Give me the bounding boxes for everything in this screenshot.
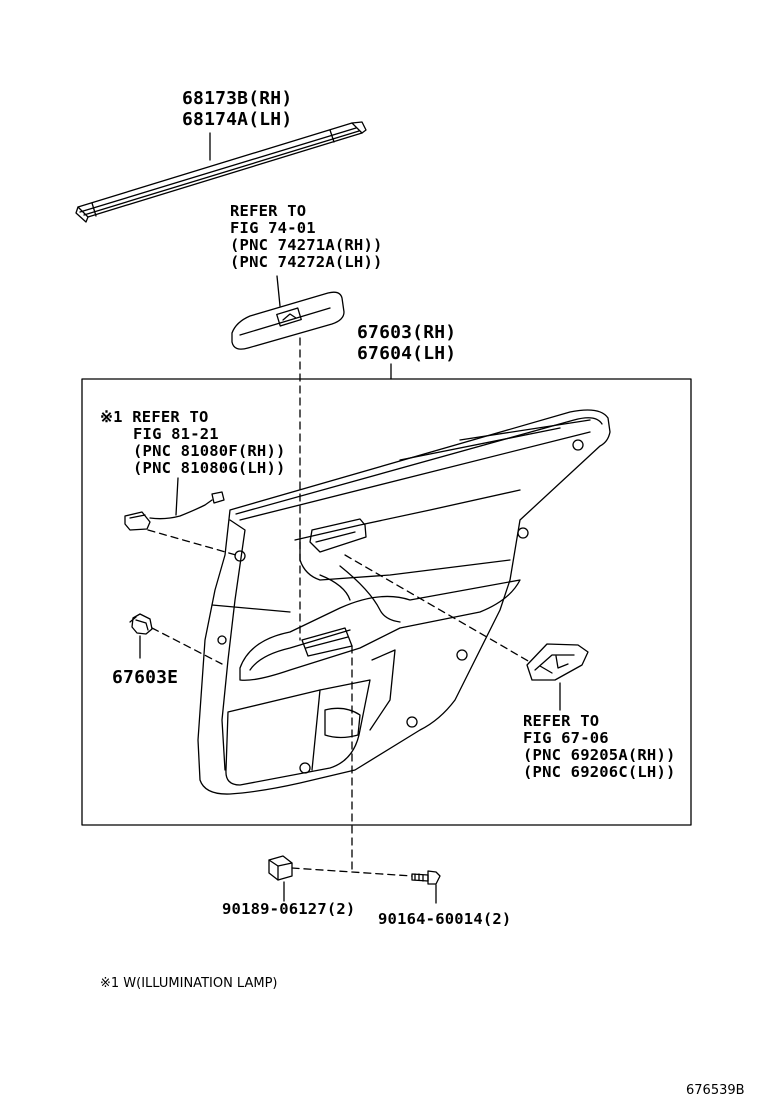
label-switch-ref-3: (PNC 74271A(RH)) <box>230 236 383 254</box>
lamp-dashed-guide <box>147 529 237 556</box>
label-switch-ref-4: (PNC 74272A(LH)) <box>230 253 383 271</box>
power-window-switch <box>231 291 345 350</box>
diagram-id: 676539B <box>686 1083 745 1098</box>
label-handle-ref-1: REFER TO <box>523 712 600 730</box>
label-clip: 67603E <box>112 667 179 688</box>
label-lamp-ref-3: (PNC 81080F(RH)) <box>133 442 286 460</box>
label-nut: 90189-06127(2) <box>222 900 356 918</box>
label-panel-rh: 67603(RH) <box>357 322 457 343</box>
clip-dashed-guide <box>151 627 223 665</box>
illumination-lamp-harness <box>124 477 225 531</box>
leader-switch <box>276 275 281 307</box>
label-handle-ref-4: (PNC 69206C(LH)) <box>523 763 676 781</box>
label-lamp-ref-1: ※1 REFER TO <box>100 408 209 426</box>
label-switch-ref-1: REFER TO <box>230 202 307 220</box>
nut-dashed-guide <box>291 867 413 877</box>
clip-67603E <box>129 613 153 635</box>
label-lamp-ref-4: (PNC 81080G(LH)) <box>133 459 286 477</box>
screw-90164-60014 <box>411 870 441 885</box>
inside-door-handle <box>526 643 589 681</box>
label-screw: 90164-60014(2) <box>378 910 512 928</box>
label-handle-ref-2: FIG 67-06 <box>523 729 609 747</box>
label-handle-ref-3: (PNC 69205A(RH)) <box>523 746 676 764</box>
handle-dashed-guide <box>344 554 531 663</box>
label-lamp-ref-2: FIG 81-21 <box>133 425 219 443</box>
label-weatherstrip-rh: 68173B(RH) <box>182 88 293 109</box>
label-panel-lh: 67604(LH) <box>357 343 457 364</box>
label-switch-ref-2: FIG 74-01 <box>230 219 316 237</box>
footnote: ※1 W(ILLUMINATION LAMP) <box>100 976 278 991</box>
assembly-boundary-box <box>81 378 692 826</box>
belt-weatherstrip <box>75 121 367 223</box>
label-weatherstrip-lh: 68174A(LH) <box>182 109 293 130</box>
nut-90189-06127 <box>268 855 293 881</box>
